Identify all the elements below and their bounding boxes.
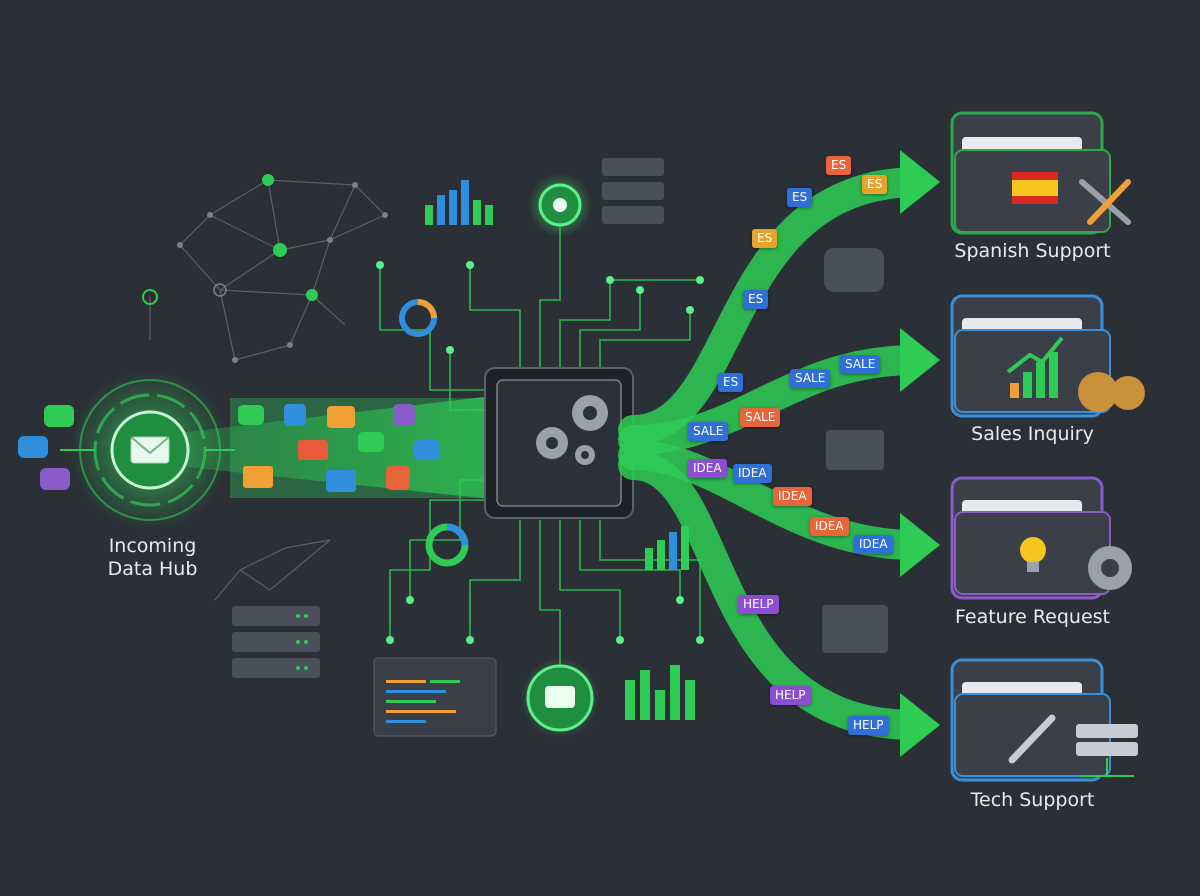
route-tag: IDEA [688,459,727,478]
hub-label: Incoming Data Hub [107,535,198,580]
lightbulb-icon [1020,537,1046,572]
signal-node-top [528,173,592,237]
destination-label-spanish-support: Spanish Support [954,240,1111,262]
route-tag: ES [862,175,888,194]
route-tag: ES [752,229,778,248]
route-tag: SALE [840,355,881,374]
network-graph-small [214,539,331,601]
network-nodes [142,174,388,363]
route-tag: HELP [848,716,889,735]
chat-node-bottom [520,658,600,738]
route-tag: SALE [790,369,831,388]
destination-label-tech-support: Tech Support [970,789,1095,811]
settings-gear-icon [1088,546,1132,590]
destination-label-feature-request: Feature Request [954,606,1110,628]
server-rack-icon [602,158,664,224]
route-tag: HELP [770,686,811,705]
route-tag: ES [826,156,852,175]
route-tag: IDEA [773,487,812,506]
route-tag: IDEA [810,517,849,536]
folder-tech-support [950,658,1111,782]
message-icons [238,404,440,492]
route-tag: ES [743,290,769,309]
route-tag: IDEA [854,535,893,554]
route-tag: SALE [740,408,781,427]
code-panel-icon [373,657,497,737]
bar-chart-icon-3 [625,665,695,720]
faded-chat-icons [822,248,888,653]
wrench-icon [1008,714,1056,764]
route-tag: ES [718,373,744,392]
tools-icon [1079,179,1131,225]
server-icon [1076,724,1138,777]
route-tag: IDEA [733,464,772,483]
route-tag: HELP [738,595,779,614]
network-graph [149,179,386,361]
growth-chart-icon [1006,336,1064,398]
route-tag: SALE [688,422,729,441]
envelope-icon [130,436,170,464]
circuit-nodes [376,261,704,644]
circuit-traces [379,215,701,665]
bar-chart-icon [425,180,493,225]
routing-arrowheads [900,150,940,757]
money-bag-icon [1078,372,1145,412]
spain-flag-icon [1012,172,1058,204]
bar-chart-icon-2 [645,526,689,570]
server-rack-icon-left [232,606,320,678]
donut-chart-icon-2 [425,523,469,567]
donut-chart-icon [399,299,437,337]
chat-bubble-icons [18,405,74,490]
route-tag: ES [787,188,813,207]
destination-label-sales-inquiry: Sales Inquiry [971,423,1094,445]
gear-icon [536,395,608,465]
